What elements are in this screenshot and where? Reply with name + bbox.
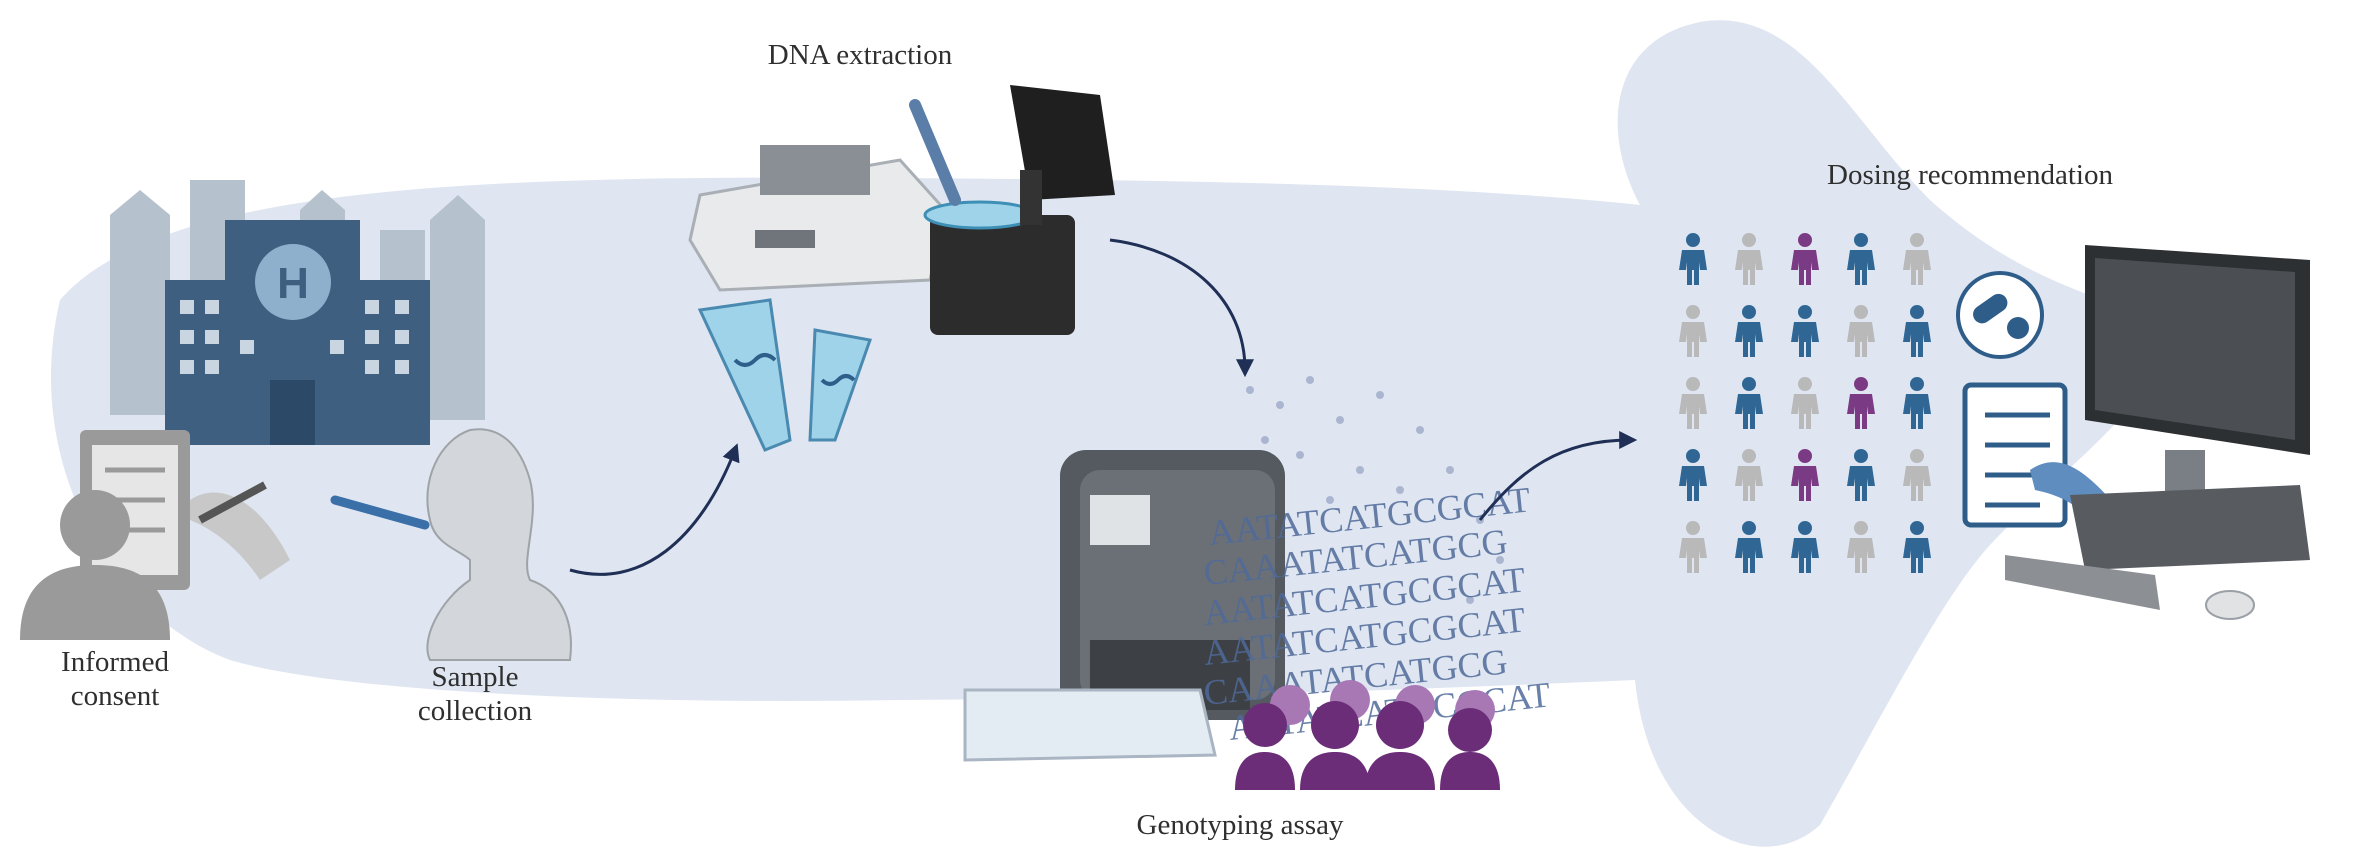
person-icon xyxy=(1679,449,1707,501)
person-icon xyxy=(1679,233,1707,285)
purple-population-group xyxy=(1235,680,1500,790)
person-icon xyxy=(1735,377,1763,429)
arrow-to-genotyping xyxy=(1109,238,1254,378)
person-icon xyxy=(1903,521,1931,573)
hospital-icon: H xyxy=(165,220,430,445)
person-icon xyxy=(1679,305,1707,357)
label-sample-collection-line2: collection xyxy=(417,695,533,727)
arrow-to-dosing xyxy=(1478,431,1638,521)
person-icon xyxy=(1679,377,1707,429)
label-dosing-recommendation-text: Dosing recommendation xyxy=(1827,159,2113,191)
person-icon xyxy=(1791,377,1819,429)
monitor-icon xyxy=(2070,245,2310,570)
person-icon xyxy=(1791,521,1819,573)
dna-sequence-text: AATATCATGCGCAT CAAATATCATGCG AATATCATGCG… xyxy=(1202,479,1553,748)
tube-icon xyxy=(697,298,872,452)
person-icon xyxy=(1903,305,1931,357)
sequencer-icon xyxy=(1060,450,1285,720)
microplate-icon xyxy=(963,688,1217,762)
person-icon xyxy=(1791,305,1819,357)
label-dna-extraction: DNA extraction xyxy=(740,38,980,72)
label-genotyping-assay: Genotyping assay xyxy=(1120,808,1360,842)
label-dna-extraction-text: DNA extraction xyxy=(767,39,953,71)
person-icon xyxy=(1791,233,1819,285)
person-icon xyxy=(1903,377,1931,429)
person-icon xyxy=(1847,521,1875,573)
person-icon xyxy=(1847,305,1875,357)
label-informed-consent: Informed consent xyxy=(45,645,185,713)
person-icon xyxy=(1735,521,1763,573)
pipette-icon xyxy=(909,99,961,206)
dna-dot-cloud xyxy=(1246,376,1504,604)
pill-icon xyxy=(1956,271,2044,359)
consenting-person-icon xyxy=(20,490,170,640)
person-icon xyxy=(1791,449,1819,501)
label-sample-collection-line1: Sample xyxy=(431,661,519,693)
person-icon xyxy=(1847,449,1875,501)
swab-icon xyxy=(330,495,430,530)
person-icon xyxy=(1679,521,1707,573)
label-genotyping-assay-text: Genotyping assay xyxy=(1136,809,1344,841)
label-informed-consent-line1: Informed xyxy=(61,646,169,678)
person-icon xyxy=(1903,233,1931,285)
keyboard-icon xyxy=(2005,555,2160,610)
population-figures xyxy=(1679,233,1931,573)
person-icon xyxy=(1735,233,1763,285)
person-icon xyxy=(1735,449,1763,501)
lab-instrument-icon xyxy=(688,85,1115,335)
label-informed-consent-line2: consent xyxy=(70,680,160,712)
person-icon xyxy=(1847,233,1875,285)
mouse-icon xyxy=(2205,590,2255,620)
arrow-to-dna-extraction xyxy=(569,443,740,576)
label-dosing-recommendation: Dosing recommendation xyxy=(1790,158,2150,192)
person-icon xyxy=(1735,305,1763,357)
background-arrow-shape xyxy=(51,20,2181,847)
patient-silhouette-icon xyxy=(426,428,572,661)
svg-text:H: H xyxy=(277,259,309,308)
label-sample-collection: Sample collection xyxy=(400,660,550,728)
person-icon xyxy=(1847,377,1875,429)
person-icon xyxy=(1903,449,1931,501)
